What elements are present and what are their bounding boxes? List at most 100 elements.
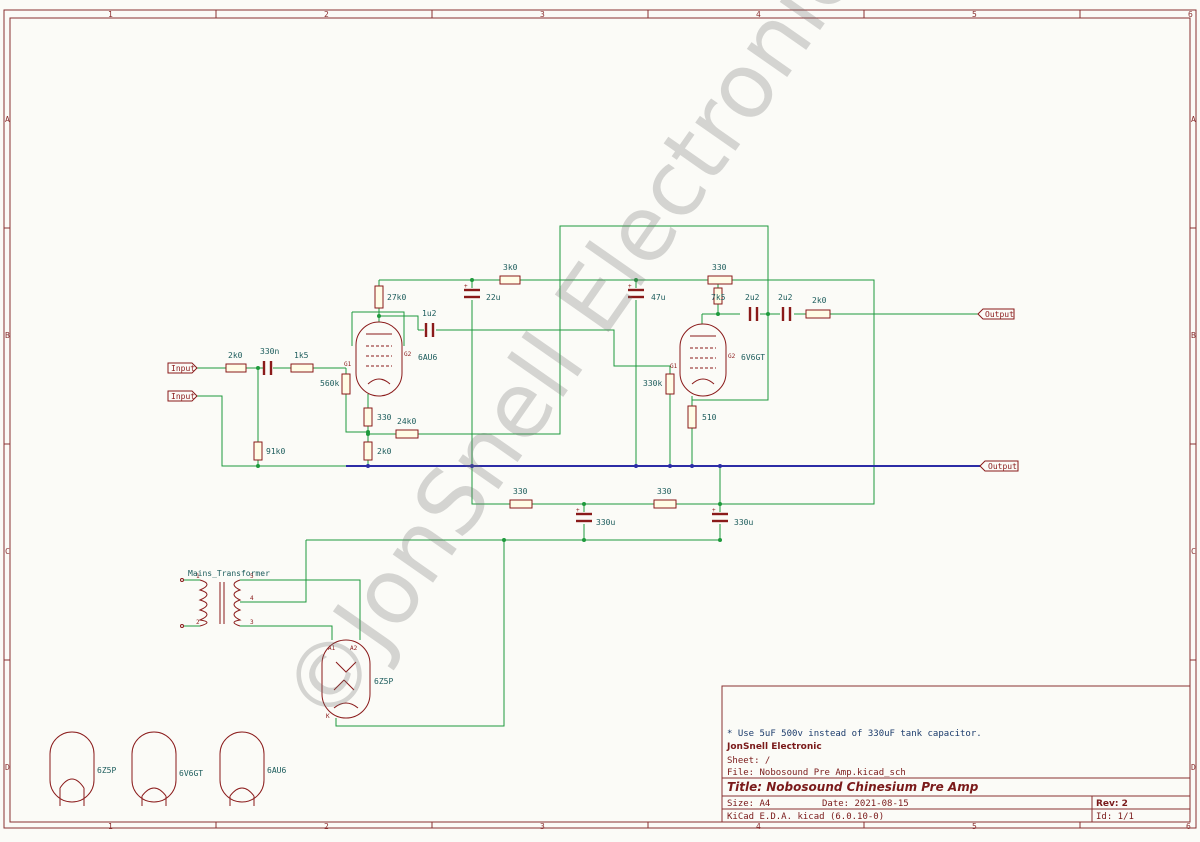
resistor-output-2k0[interactable]: 2k0 (805, 296, 831, 319)
resistor-grid-1k5-label: 1k5 (294, 351, 309, 360)
rectifier-a2-pin: A2 (350, 645, 358, 652)
capacitor-330u-a[interactable]: + 330u (576, 507, 615, 527)
resistor-24k0-label: 24k0 (397, 417, 416, 426)
zone-col-5: 5 (972, 10, 977, 19)
svg-text:+: + (576, 507, 580, 514)
title-block-size: Size: A4 (727, 799, 770, 809)
resistor-91k0-label: 91k0 (266, 447, 285, 456)
capacitor-330u-a-label: 330u (596, 518, 615, 527)
input-port-1-label: Input (171, 364, 195, 373)
capacitor-2u2-b[interactable]: 2u2 (778, 293, 793, 321)
resistor-91k0[interactable]: 91k0 (253, 441, 285, 461)
zone-col-6: 6 (1188, 10, 1193, 19)
title-block-file: File: Nobosound Pre Amp.kicad_sch (727, 768, 906, 778)
tube-6au6-g2-pin: G2 (404, 351, 412, 358)
heater-6au6[interactable]: 6AU6 (219, 731, 286, 806)
resistor-3k0[interactable]: 3k0 (499, 263, 521, 285)
title-block-tool: KiCad E.D.A. kicad (6.0.10-0) (727, 812, 884, 822)
capacitor-330n[interactable]: 330n (260, 347, 279, 375)
resistor-supply-330-b-label: 330 (657, 487, 672, 496)
resistor-cathode-330-label: 330 (377, 413, 392, 422)
capacitor-2u2-a[interactable]: 2u2 (745, 293, 760, 321)
resistor-27k0[interactable]: 27k0 (374, 285, 406, 309)
transformer-pin-2: 2 (196, 619, 200, 626)
resistor-input-2k0-label: 2k0 (228, 351, 243, 360)
transformer-pin-1: 1 (196, 573, 200, 580)
resistor-output-2k0-label: 2k0 (812, 296, 827, 305)
zone-row-d-right: D (1191, 763, 1196, 772)
zone-col-3-bottom: 3 (540, 822, 545, 831)
output-port-1-label: Output (985, 310, 1014, 319)
svg-text:+: + (712, 507, 716, 514)
rectifier-a1-pin: A1 (328, 645, 336, 652)
resistor-supply-330-a[interactable]: 330 (509, 487, 533, 509)
capacitor-330n-label: 330n (260, 347, 279, 356)
zone-row-d: D (5, 763, 10, 772)
resistor-input-2k0[interactable]: 2k0 (225, 351, 247, 373)
heater-6v6gt[interactable]: 6V6GT (131, 731, 203, 806)
input-port-2[interactable]: Input (167, 390, 198, 402)
zone-row-b: B (5, 331, 10, 340)
output-port-1[interactable]: Output (977, 308, 1015, 320)
capacitor-47u[interactable]: + 47u (628, 283, 666, 302)
zone-row-a-right: A (1191, 115, 1196, 124)
heater-6z5p-label: 6Z5P (97, 766, 116, 775)
resistor-supply-330-a-label: 330 (513, 487, 528, 496)
watermark-text: ©JonSnell Electronic (262, 0, 876, 743)
resistor-cathode-2k0[interactable]: 2k0 (363, 441, 392, 461)
resistor-510[interactable]: 510 (687, 405, 717, 429)
output-port-2-label: Output (988, 462, 1017, 471)
resistor-7k5[interactable]: 7k5 (711, 287, 726, 305)
sheet-frame: 1 2 3 4 5 6 1 2 3 4 5 6 A B C D A B C D (3, 9, 1197, 831)
tube-6v6gt-g1-pin: G1 (670, 363, 678, 370)
resistor-supply-330-b[interactable]: 330 (653, 487, 677, 509)
resistor-330k-label: 330k (643, 379, 662, 388)
title-block-sheet: Sheet: / (727, 756, 770, 766)
input-port-2-label: Input (171, 392, 195, 401)
zone-col-6-bottom: 6 (1186, 822, 1191, 831)
title-block-date: Date: 2021-08-15 (822, 799, 909, 809)
output-port-2[interactable]: Output (979, 460, 1019, 472)
heater-6v6gt-label: 6V6GT (179, 769, 203, 778)
capacitor-1u2[interactable]: 1u2 (422, 309, 437, 337)
zone-col-4: 4 (756, 10, 761, 19)
transformer-pin-4: 4 (250, 595, 254, 602)
capacitor-330u-b[interactable]: + 330u (712, 507, 753, 527)
capacitor-2u2-a-label: 2u2 (745, 293, 760, 302)
resistor-cathode-2k0-label: 2k0 (377, 447, 392, 456)
tube-6v6gt[interactable]: G1 G2 6V6GT (670, 323, 765, 397)
zone-col-1-bottom: 1 (108, 822, 113, 831)
title-block-title: Title: Nobosound Chinesium Pre Amp (727, 780, 979, 794)
resistor-27k0-label: 27k0 (387, 293, 406, 302)
resistor-24k0[interactable]: 24k0 (395, 417, 419, 439)
capacitor-22u-label: 22u (486, 293, 501, 302)
resistor-560k[interactable]: 560k (320, 373, 351, 395)
title-block-id: Id: 1/1 (1096, 812, 1134, 822)
resistor-cathode-330[interactable]: 330 (363, 407, 392, 427)
tube-6v6gt-g2-pin: G2 (728, 353, 736, 360)
title-block-rev: Rev: 2 (1096, 799, 1128, 809)
capacitor-22u[interactable]: + 22u (464, 283, 501, 302)
resistor-grid-1k5[interactable]: 1k5 (290, 351, 314, 373)
title-block-note: * Use 5uF 500v instead of 330uF tank cap… (727, 729, 982, 739)
resistor-7k5-label: 7k5 (711, 293, 726, 302)
title-block: * Use 5uF 500v instead of 330uF tank cap… (721, 685, 1191, 823)
zone-row-a: A (5, 115, 10, 124)
mains-transformer[interactable]: Mains_Transformer 1 2 5 4 3 (180, 569, 271, 628)
zone-col-5-bottom: 5 (972, 822, 977, 831)
resistor-560k-label: 560k (320, 379, 339, 388)
zone-row-b-right: B (1191, 331, 1196, 340)
zone-row-c-right: C (1191, 547, 1196, 556)
tube-6au6[interactable]: G1 G2 6AU6 (344, 321, 437, 397)
tube-6z5p-rectifier[interactable]: A1 A2 K 6Z5P (321, 639, 393, 720)
tube-6z5p-label: 6Z5P (374, 677, 393, 686)
capacitor-1u2-label: 1u2 (422, 309, 437, 318)
input-port-1[interactable]: Input (167, 362, 198, 374)
resistor-330k[interactable]: 330k (643, 373, 675, 395)
transformer-pin-5: 5 (250, 573, 254, 580)
resistor-top-330[interactable]: 330 (707, 263, 733, 285)
title-block-company: JonSnell Electronic (726, 742, 822, 752)
zone-row-c: C (5, 547, 10, 556)
heater-6z5p[interactable]: 6Z5P (49, 731, 116, 806)
zone-col-4-bottom: 4 (756, 822, 761, 831)
